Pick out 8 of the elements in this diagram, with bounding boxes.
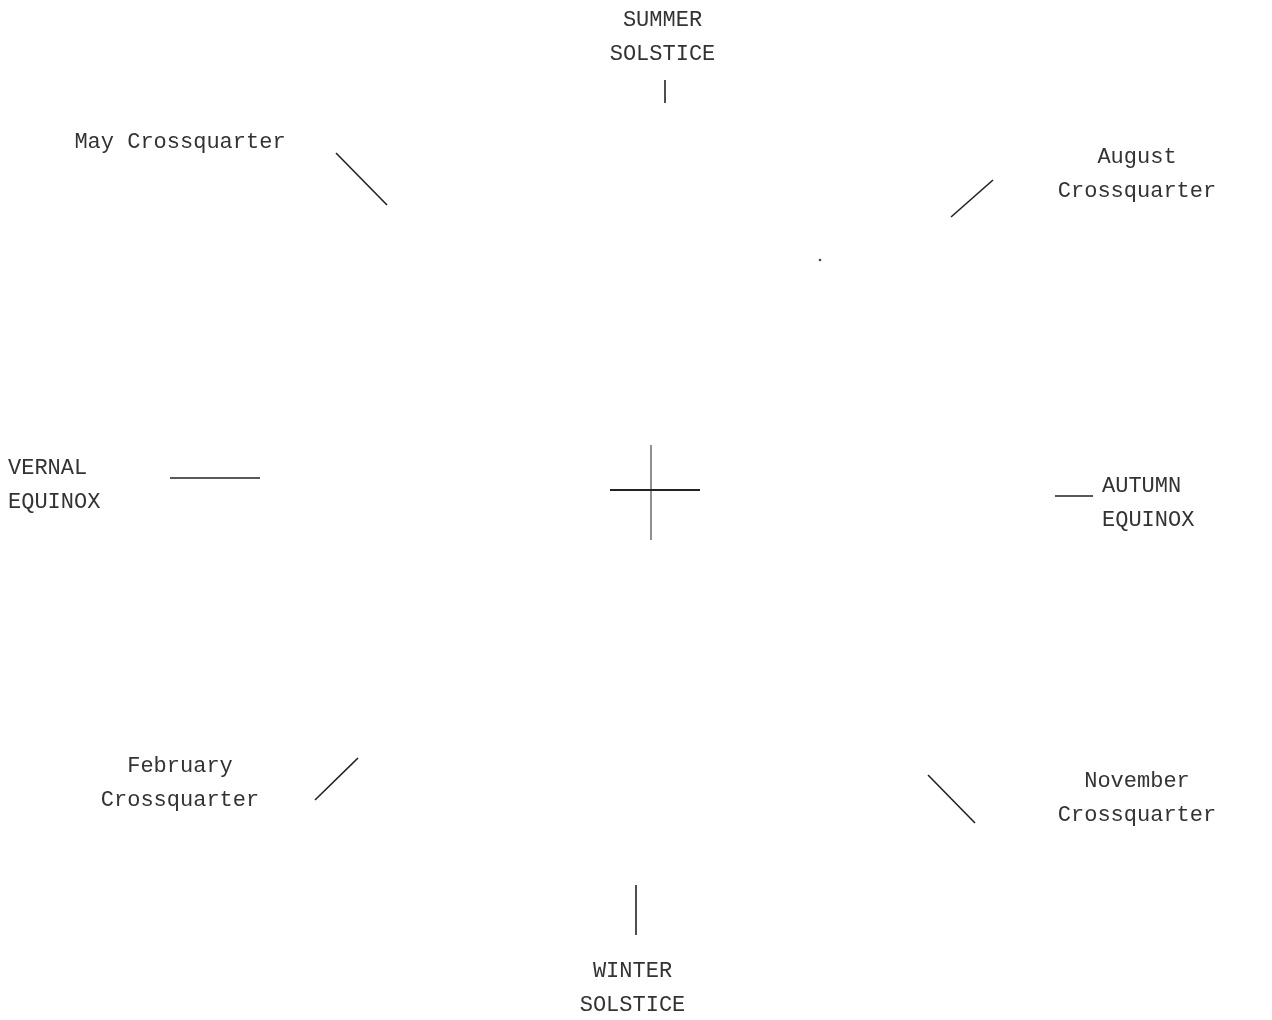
season-label: August Crossquarter [1056,144,1218,206]
season-label: November Crossquarter [1056,768,1218,830]
season-label: VERNAL EQUINOX [8,455,102,517]
season-label: WINTER SOLSTICE [578,958,687,1020]
season-label: SUMMER SOLSTICE [608,7,717,69]
season-label: AUTUMN EQUINOX [1102,473,1196,535]
season-label: May Crossquarter [74,129,286,157]
season-label: February Crossquarter [99,753,261,815]
